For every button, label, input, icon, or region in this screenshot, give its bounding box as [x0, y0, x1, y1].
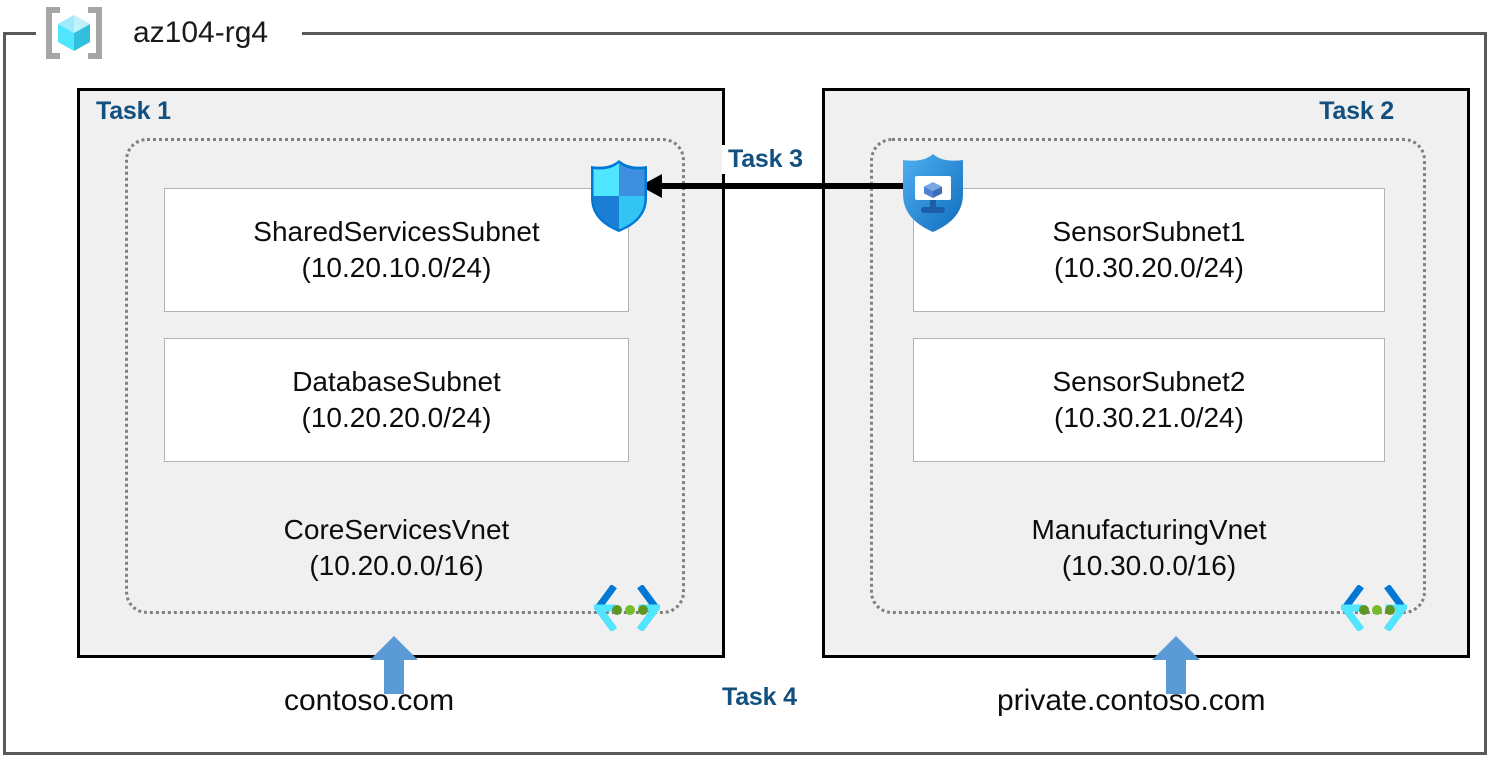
manufacturing-vnet-caption: ManufacturingVnet (10.30.0.0/16) — [913, 512, 1385, 584]
azure-resource-group-cube-icon — [45, 7, 103, 59]
dns-zone-private-contoso-label: private.contoso.com — [997, 684, 1266, 717]
shared-services-subnet-box: SharedServicesSubnet (10.20.10.0/24) — [164, 188, 629, 312]
task-2-label: Task 2 — [1319, 97, 1394, 125]
vnet-cidr: (10.20.0.0/16) — [309, 550, 484, 581]
subnet-name: SensorSubnet1 — [1052, 216, 1246, 247]
dns-link-arrow-private-icon — [1152, 636, 1200, 694]
core-services-vnet-boundary — [125, 138, 685, 614]
virtual-network-icon — [591, 584, 663, 632]
task-4-label: Task 4 — [722, 683, 797, 711]
subnet-name: SensorSubnet2 — [1052, 366, 1246, 397]
security-shield-icon — [586, 158, 652, 234]
subnet-name: DatabaseSubnet — [292, 366, 501, 397]
database-subnet-box: DatabaseSubnet (10.20.20.0/24) — [164, 338, 629, 462]
manufacturing-vnet-boundary — [870, 138, 1426, 614]
resource-group-name: az104-rg4 — [133, 16, 269, 49]
sensor-subnet-2-box: SensorSubnet2 (10.30.21.0/24) — [913, 338, 1385, 462]
task-3-label: Task 3 — [722, 145, 809, 174]
sensor-subnet-1-box: SensorSubnet1 (10.30.20.0/24) — [913, 188, 1385, 312]
subnet-name: SharedServicesSubnet — [253, 216, 540, 247]
subnet-cidr: (10.20.20.0/24) — [301, 402, 492, 433]
subnet-cidr: (10.30.20.0/24) — [1054, 252, 1244, 283]
dns-zone-contoso-label: contoso.com — [284, 684, 455, 717]
core-services-vnet-caption: CoreServicesVnet (10.20.0.0/16) — [164, 512, 629, 584]
subnet-cidr: (10.30.21.0/24) — [1054, 402, 1244, 433]
vnet-name: ManufacturingVnet — [1031, 514, 1267, 545]
virtual-network-icon — [1338, 584, 1410, 632]
vnet-name: CoreServicesVnet — [283, 514, 510, 545]
bastion-shield-vm-icon — [897, 152, 969, 234]
peering-connection-line — [660, 183, 908, 189]
resource-group-frame — [3, 32, 1487, 755]
vnet-cidr: (10.30.0.0/16) — [1061, 550, 1237, 581]
dns-link-arrow-contoso-icon — [370, 636, 418, 694]
task-1-label: Task 1 — [96, 97, 171, 125]
subnet-cidr: (10.20.10.0/24) — [301, 252, 492, 283]
